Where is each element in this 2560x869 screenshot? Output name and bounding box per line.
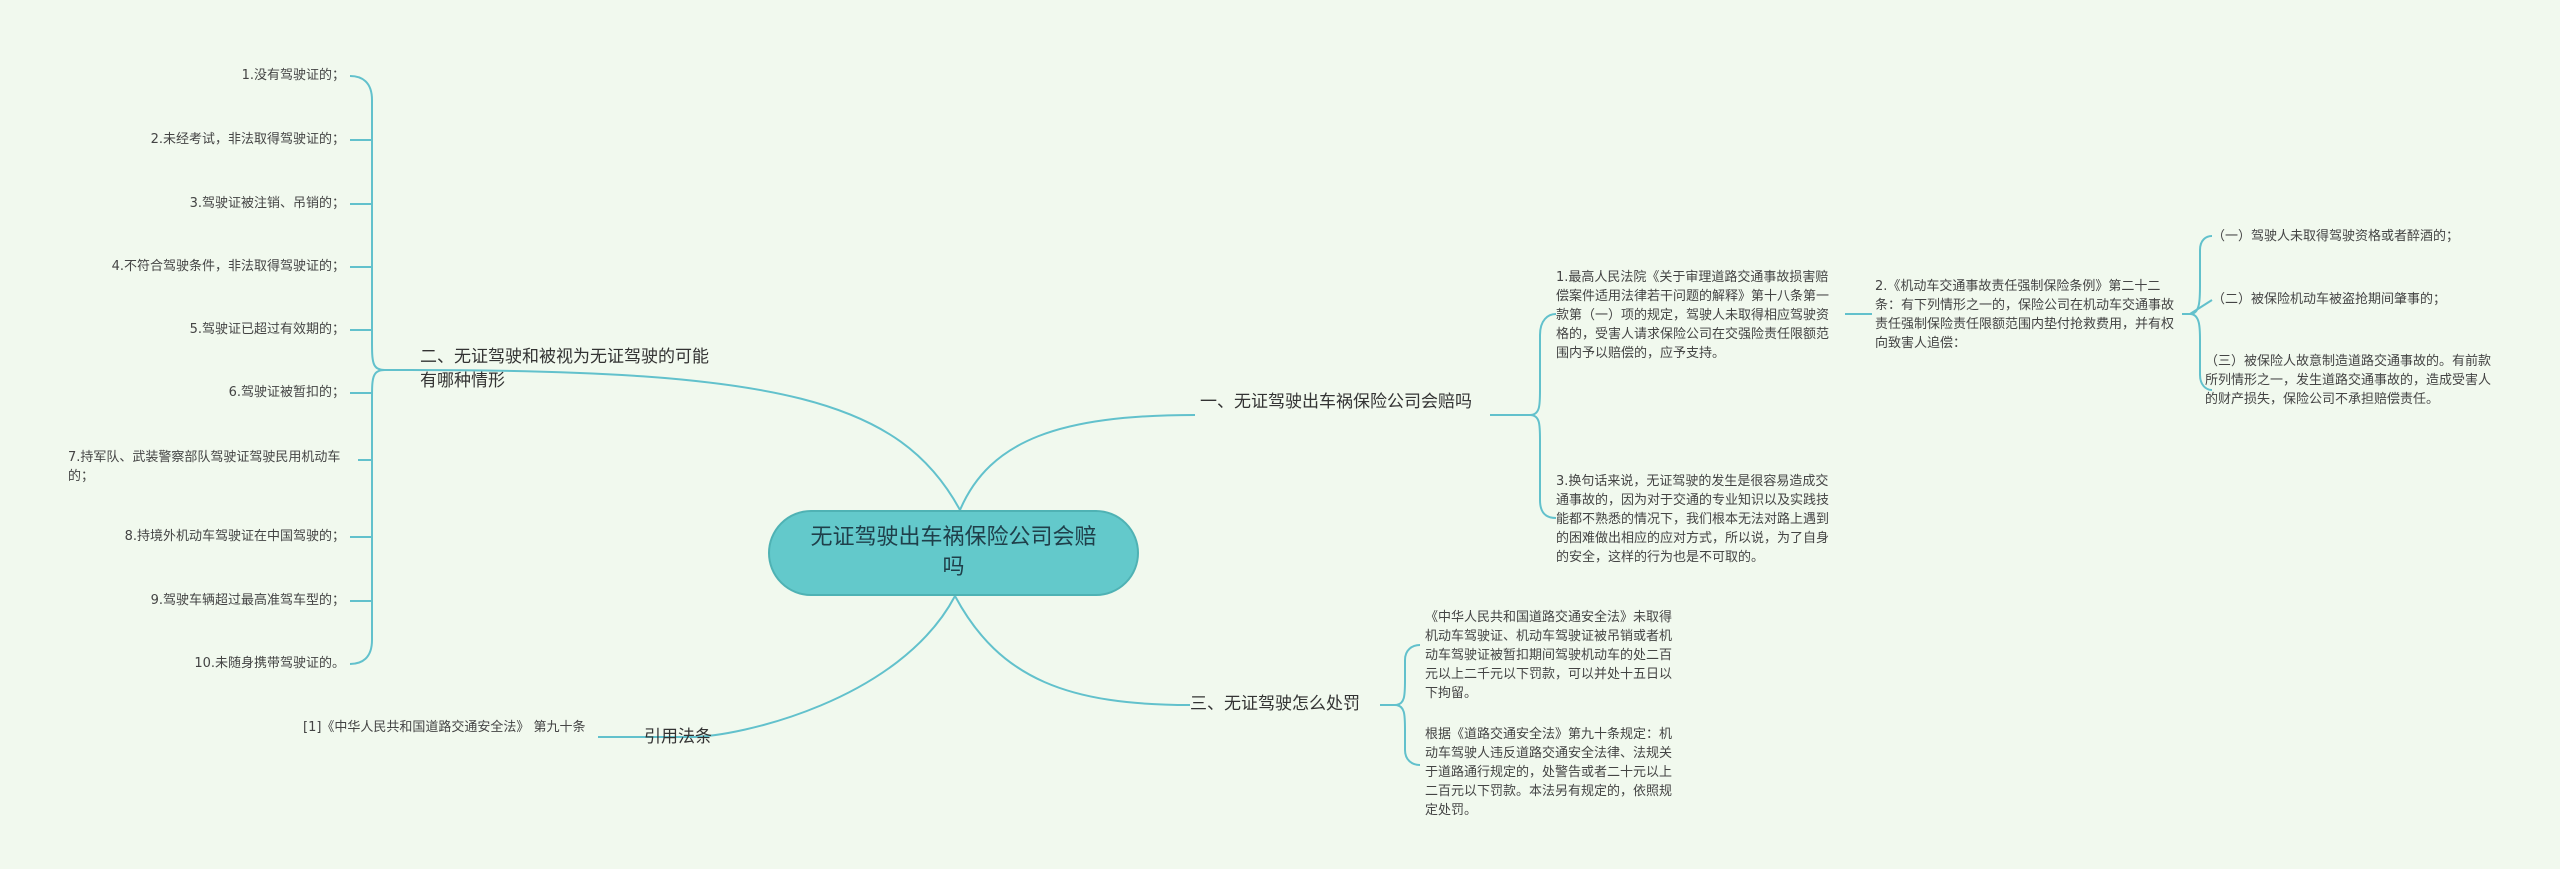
reference-item: [1]《中华人民共和国道路交通安全法》 第九十条 (303, 720, 586, 735)
list-item: 7.持军队、武装警察部队驾驶证驾驶民用机动车的； (68, 450, 341, 484)
branch-references-label: 引用法条 (644, 727, 712, 747)
insurance-item-1: 1.最高人民法院《关于审理道路交通事故损害赔偿案件适用法律若干问题的解释》第十八… (1556, 270, 1830, 361)
branch-situations[interactable]: 二、无证驾驶和被视为无证驾驶的可能有哪种情形 (420, 345, 710, 393)
list-item: 1.没有驾驶证的； (241, 68, 345, 83)
list-item: 5.驾驶证已超过有效期的； (189, 322, 345, 337)
list-item: 6.驾驶证被暂扣的； (228, 385, 345, 400)
penalty-item: 根据《道路交通安全法》第九十条规定：机动车驾驶人违反道路交通安全法律、法规关于道… (1425, 727, 1673, 818)
branch-insurance[interactable]: 一、无证驾驶出车祸保险公司会赔吗 (1200, 390, 1490, 414)
root-topic[interactable]: 无证驾驶出车祸保险公司会赔吗 (768, 510, 1139, 596)
root-topic-label: 无证驾驶出车祸保险公司会赔吗 (810, 525, 1097, 580)
list-item: 8.持境外机动车驾驶证在中国驾驶的； (124, 529, 345, 544)
list-item: 9.驾驶车辆超过最高准驾车型的； (150, 593, 345, 608)
insurance-item-2-child: （三）被保险人故意制造道路交通事故的。有前款所列情形之一，发生道路交通事故的，造… (2205, 354, 2492, 407)
branch-insurance-label: 一、无证驾驶出车祸保险公司会赔吗 (1200, 392, 1472, 412)
insurance-item-3: 3.换句话来说，无证驾驶的发生是很容易造成交通事故的，因为对于交通的专业知识以及… (1556, 474, 1830, 565)
branch-penalty[interactable]: 三、无证驾驶怎么处罚 (1190, 692, 1390, 716)
list-item: 2.未经考试，非法取得驾驶证的； (150, 132, 345, 147)
branch-references[interactable]: 引用法条 (644, 725, 744, 749)
branch-situations-label: 二、无证驾驶和被视为无证驾驶的可能有哪种情形 (420, 347, 709, 391)
list-item: 10.未随身携带驾驶证的。 (194, 656, 345, 671)
branch-penalty-label: 三、无证驾驶怎么处罚 (1190, 694, 1360, 714)
list-item: 3.驾驶证被注销、吊销的； (189, 196, 345, 211)
insurance-item-2-child: （一）驾驶人未取得驾驶资格或者醉酒的； (2212, 229, 2460, 244)
penalty-item: 《中华人民共和国道路交通安全法》未取得机动车驾驶证、机动车驾驶证被吊销或者机动车… (1425, 610, 1673, 701)
insurance-item-2: 2.《机动车交通事故责任强制保险条例》第二十二条：有下列情形之一的，保险公司在机… (1875, 279, 2175, 351)
insurance-item-2-child: （二）被保险机动车被盗抢期间肇事的； (2212, 292, 2447, 307)
list-item: 4.不符合驾驶条件，非法取得驾驶证的； (111, 259, 345, 274)
